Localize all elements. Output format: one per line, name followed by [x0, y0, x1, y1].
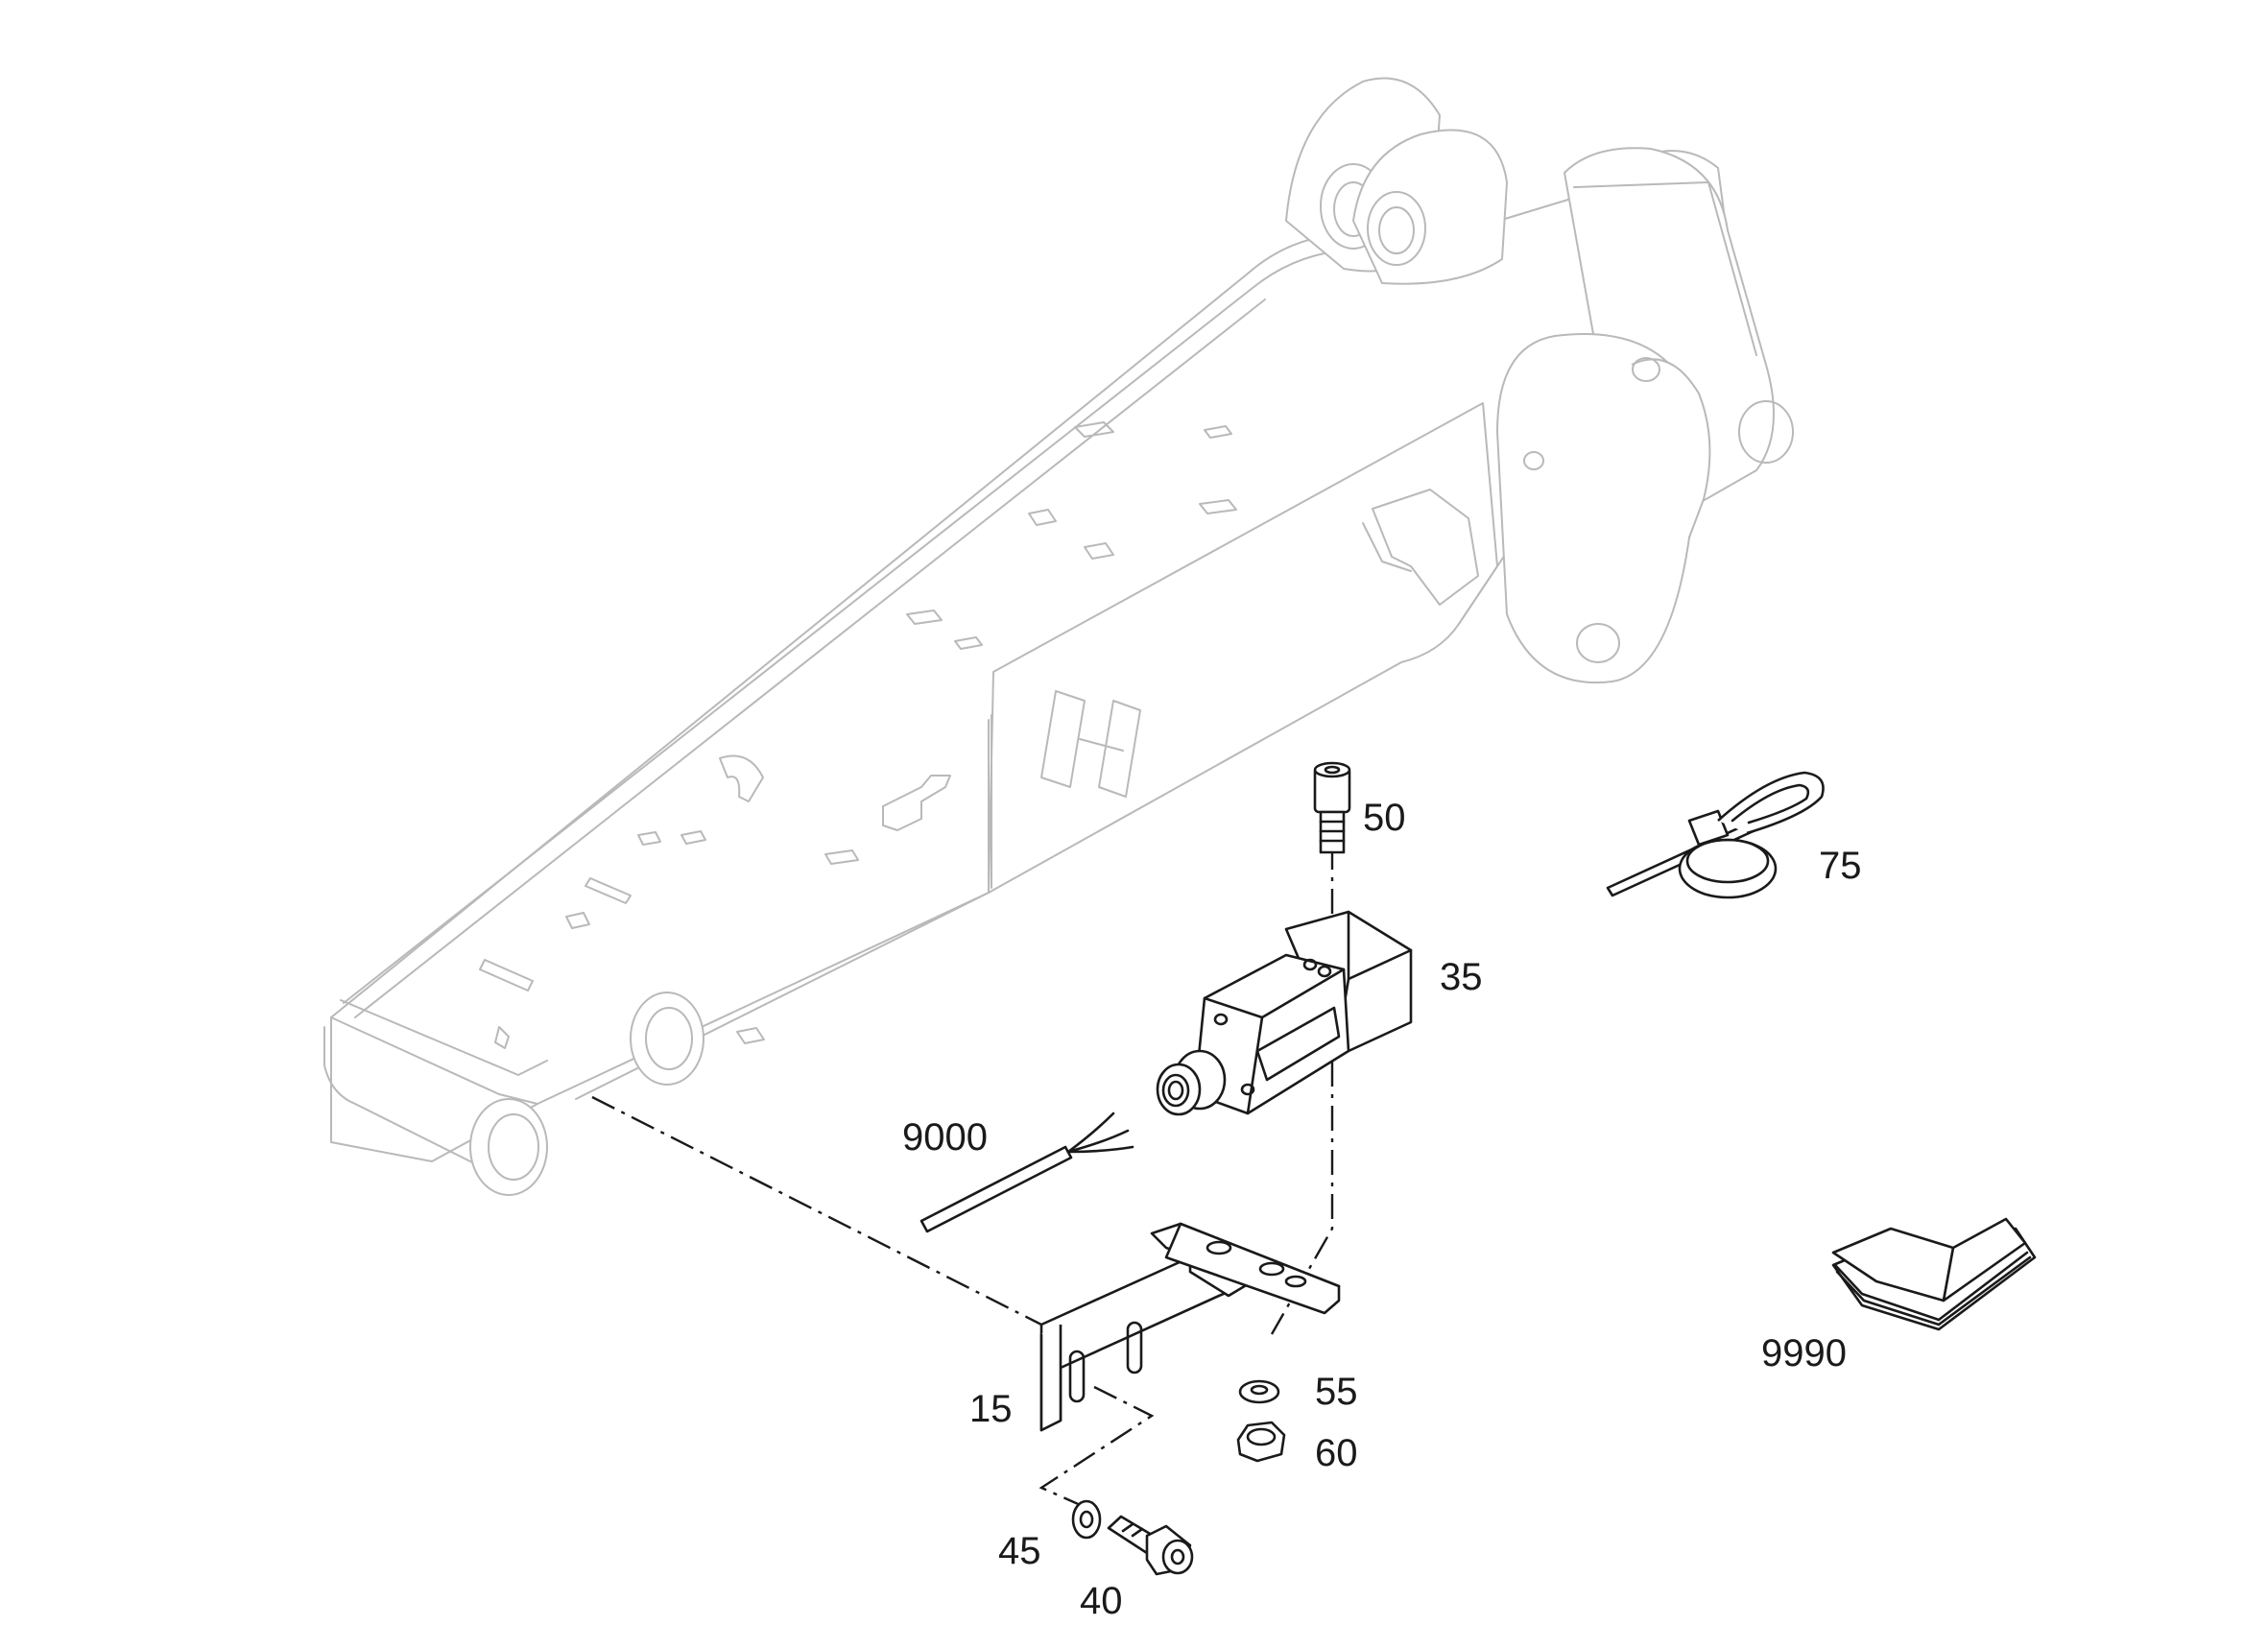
part-50-cap-screw — [1313, 761, 1351, 854]
assembly-chain-lines — [591, 845, 1334, 1509]
callout-9000: 9000 — [902, 1116, 988, 1159]
callout-50: 50 — [1363, 797, 1406, 839]
callout-9990: 9990 — [1761, 1332, 1847, 1374]
part-35-limit-switch — [1156, 910, 1413, 1116]
callout-75: 75 — [1819, 845, 1862, 887]
part-75-clamp — [1606, 771, 1825, 899]
boom-arm-drawing — [323, 77, 1794, 1196]
part-15-bracket — [1039, 1222, 1341, 1432]
part-45-washer — [1071, 1499, 1102, 1540]
callout-45: 45 — [998, 1530, 1041, 1572]
part-9990-manual — [1831, 1217, 2037, 1331]
callout-35: 35 — [1440, 956, 1483, 998]
callout-60: 60 — [1315, 1432, 1358, 1474]
part-55-washer — [1238, 1379, 1280, 1404]
part-40-cap-screw — [1107, 1515, 1194, 1576]
part-9000-cable — [919, 1111, 1134, 1233]
callout-40: 40 — [1080, 1580, 1123, 1622]
callout-15: 15 — [969, 1388, 1013, 1430]
part-60-nut — [1236, 1421, 1286, 1463]
callout-55: 55 — [1315, 1371, 1358, 1413]
